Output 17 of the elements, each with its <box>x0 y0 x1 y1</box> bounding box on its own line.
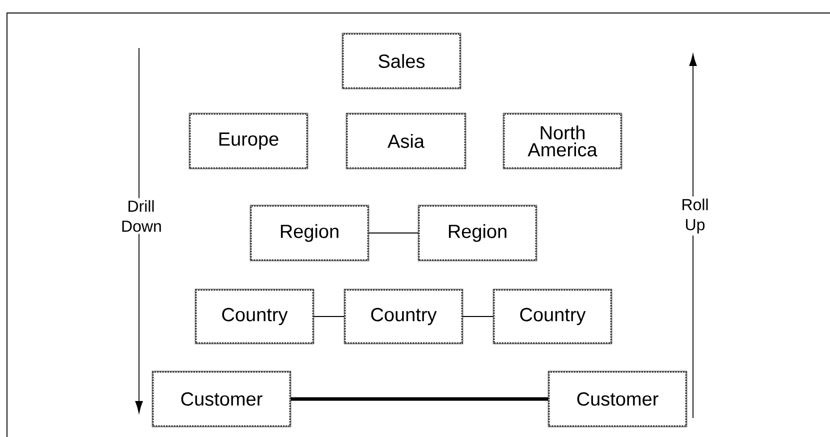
level-box: Region <box>418 205 537 261</box>
level-box: North America <box>503 113 622 169</box>
connector-line <box>462 316 494 317</box>
arrow-label: Roll Up <box>673 196 717 236</box>
connector-line <box>313 316 345 317</box>
connector-line <box>290 397 548 401</box>
level-box: Sales <box>342 33 461 89</box>
level-box: Customer <box>152 371 291 427</box>
level-box: Country <box>195 289 314 344</box>
level-box: Europe <box>189 113 308 169</box>
level-box: Country <box>344 289 463 344</box>
level-box: Asia <box>346 113 466 169</box>
arrow-label: Drill Down <box>119 198 163 234</box>
level-box: Customer <box>548 371 687 427</box>
connector-line <box>368 232 419 234</box>
level-box: Country <box>493 289 612 344</box>
level-box: Region <box>250 205 369 261</box>
